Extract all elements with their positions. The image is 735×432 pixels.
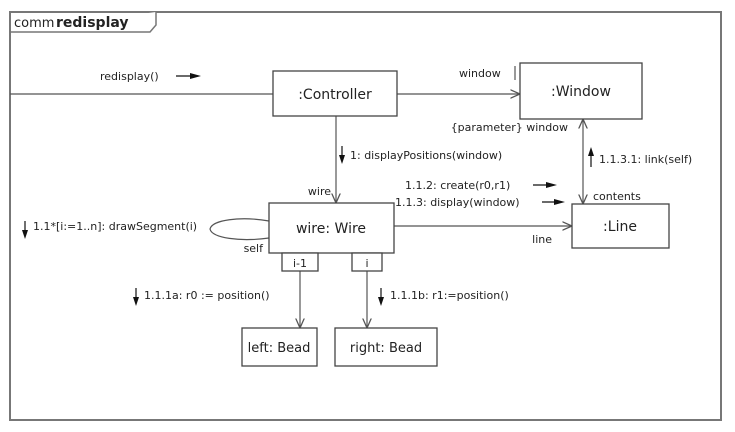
role-self-end: self: [244, 242, 265, 255]
svg-text:1.1.2: create(r0,r1): 1.1.2: create(r0,r1): [405, 179, 510, 192]
message-link-self: 1.1.3.1: link(self): [588, 147, 692, 167]
message-display: 1.1.3: display(window): [395, 196, 565, 209]
frame-tab: [10, 12, 157, 33]
qualifier-right: i: [351, 252, 383, 272]
role-line-end: line: [532, 233, 552, 246]
wire-object[interactable]: wire: Wire: [268, 202, 395, 254]
svg-text:1.1.1a: r0 := position(): 1.1.1a: r0 := position(): [144, 289, 270, 302]
right-bead-label: right: Bead: [350, 341, 422, 356]
role-contents-end: contents: [593, 190, 641, 203]
window-object[interactable]: :Window: [519, 62, 643, 120]
svg-text:1.1.3.1: link(self): 1.1.3.1: link(self): [599, 153, 692, 166]
diagram-frame: [9, 11, 722, 421]
role-window-end: window: [459, 67, 501, 80]
message-redisplay: redisplay(): [100, 70, 201, 83]
right-bead-object[interactable]: right: Bead: [334, 327, 438, 367]
svg-text:1.1.3: display(window): 1.1.3: display(window): [395, 196, 520, 209]
svg-text:redisplay(): redisplay(): [100, 70, 159, 83]
role-parameter-window: {parameter} window: [451, 121, 568, 134]
svg-text:1.1.1b: r1:=position(): 1.1.1b: r1:=position(): [390, 289, 509, 302]
self-link: [209, 218, 270, 241]
line-label: :Line: [603, 219, 637, 235]
message-display-positions: 1: displayPositions(window): [339, 146, 502, 164]
svg-text:1: displayPositions(window): 1: displayPositions(window): [350, 149, 502, 162]
window-label: :Window: [551, 84, 611, 100]
message-position-right: 1.1.1b: r1:=position(): [378, 288, 509, 306]
line-object[interactable]: :Line: [571, 203, 670, 249]
message-create: 1.1.2: create(r0,r1): [405, 179, 557, 192]
frame-kind-label: comm: [14, 16, 54, 31]
frame-name-label: redisplay: [56, 15, 129, 31]
wire-label: wire: Wire: [296, 221, 366, 237]
controller-label: :Controller: [298, 87, 372, 103]
svg-text:i: i: [365, 257, 368, 270]
qualifier-left: i-1: [281, 252, 319, 272]
svg-text:1.1*[i:=1..n]: drawSegment(i): 1.1*[i:=1..n]: drawSegment(i): [33, 220, 197, 233]
left-bead-label: left: Bead: [248, 341, 311, 356]
svg-text:i-1: i-1: [293, 257, 307, 270]
message-position-left: 1.1.1a: r0 := position(): [133, 288, 270, 306]
message-draw-segment: 1.1*[i:=1..n]: drawSegment(i): [22, 220, 197, 239]
left-bead-object[interactable]: left: Bead: [241, 327, 318, 367]
role-wire-end: wire: [308, 185, 331, 198]
controller-object[interactable]: :Controller: [272, 70, 398, 117]
